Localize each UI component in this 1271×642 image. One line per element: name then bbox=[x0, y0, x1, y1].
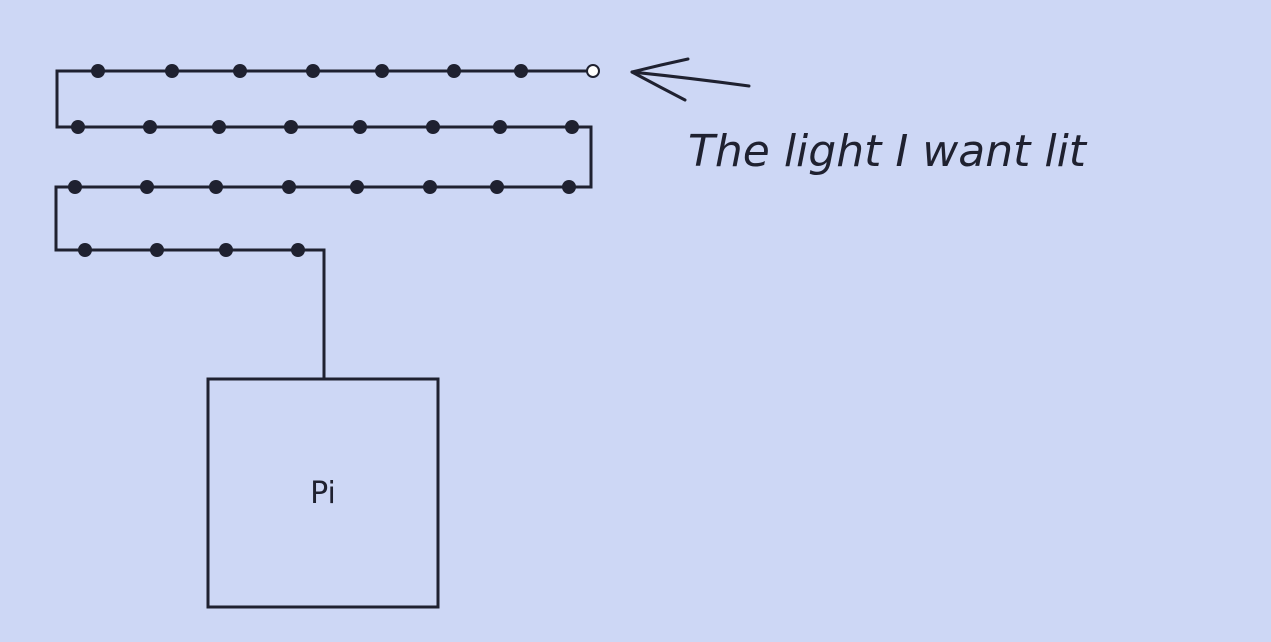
led-dot bbox=[514, 64, 528, 78]
led-dot bbox=[282, 180, 296, 194]
led-dot bbox=[562, 180, 576, 194]
led-dot bbox=[78, 243, 92, 257]
led-dot bbox=[490, 180, 504, 194]
target-led bbox=[586, 64, 600, 78]
led-dot bbox=[209, 180, 223, 194]
led-dot bbox=[140, 180, 154, 194]
led-strip-wire bbox=[54, 69, 594, 380]
led-dot bbox=[71, 120, 85, 134]
led-dot bbox=[143, 120, 157, 134]
arrow-icon bbox=[630, 57, 751, 102]
led-dot bbox=[447, 64, 461, 78]
pi-label: Pi bbox=[310, 476, 336, 511]
led-dot bbox=[423, 180, 437, 194]
led-dot bbox=[219, 243, 233, 257]
led-dot bbox=[426, 120, 440, 134]
led-dot bbox=[493, 120, 507, 134]
led-dot bbox=[233, 64, 247, 78]
led-dot bbox=[284, 120, 298, 134]
led-dot bbox=[353, 120, 367, 134]
led-dot bbox=[565, 120, 579, 134]
led-dot bbox=[350, 180, 364, 194]
led-dot bbox=[212, 120, 226, 134]
led-dot bbox=[375, 64, 389, 78]
led-dot bbox=[291, 243, 305, 257]
led-dots bbox=[68, 64, 600, 257]
led-dot bbox=[91, 64, 105, 78]
led-dot bbox=[150, 243, 164, 257]
pi-box bbox=[206, 377, 440, 609]
led-dot bbox=[165, 64, 179, 78]
led-dot bbox=[306, 64, 320, 78]
led-dot bbox=[68, 180, 82, 194]
annotation-text: The light I want lit bbox=[688, 126, 1088, 177]
